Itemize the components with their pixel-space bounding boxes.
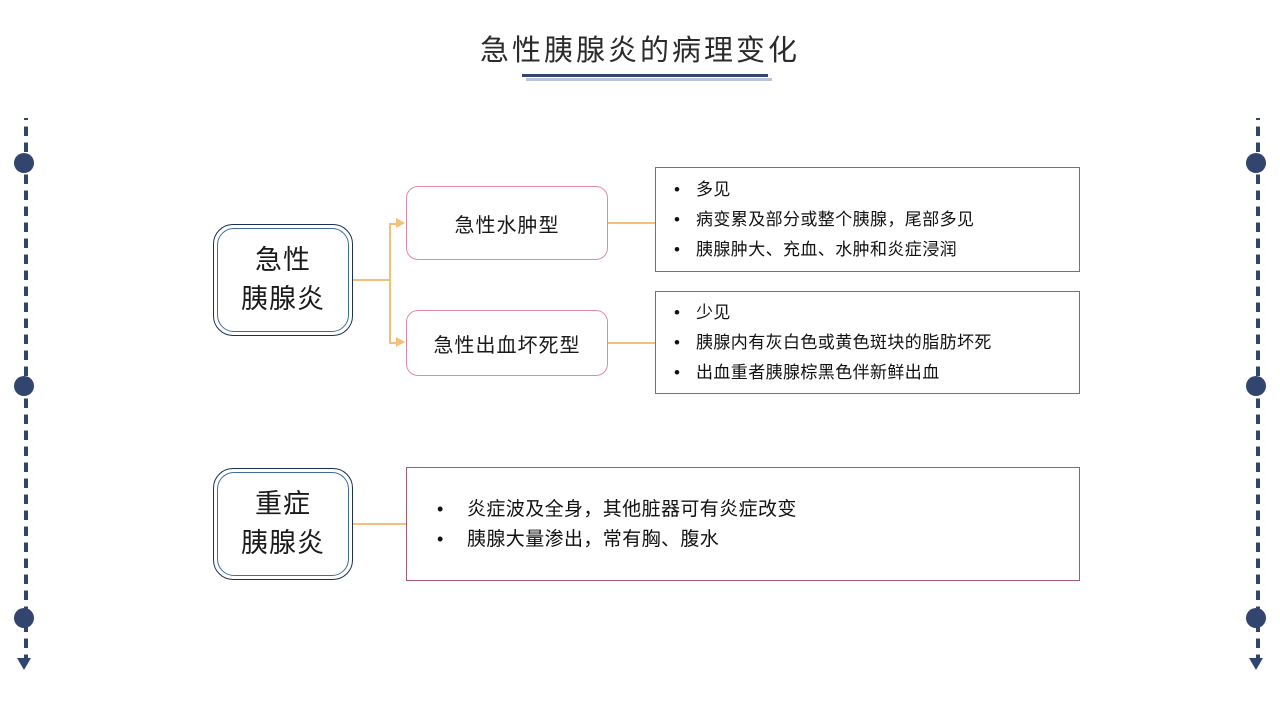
connector-acute-stem: [353, 279, 389, 281]
list-item: • 病变累及部分或整个胰腺，尾部多见: [674, 205, 1079, 235]
list-item: • 胰腺肿大、充血、水肿和炎症浸润: [674, 235, 1079, 265]
connector-arrow-edema-icon: [396, 218, 405, 228]
connector-arrow-necrosis-icon: [396, 337, 405, 347]
box-acute-necrotizing-type-label: 急性出血坏死型: [433, 332, 581, 357]
list-item: • 出血重者胰腺棕黑色伴新鲜出血: [674, 358, 1079, 388]
connector-necrosis-to-detail: [608, 342, 656, 344]
list-item-text: 胰腺肿大、充血、水肿和炎症浸润: [696, 239, 957, 260]
list-item-text: 胰腺大量渗出，常有胸、腹水: [467, 528, 720, 550]
list-item: • 胰腺大量渗出，常有胸、腹水: [437, 524, 1079, 554]
detail-box-edematous: • 多见 • 病变累及部分或整个胰腺，尾部多见 • 胰腺肿大、充血、水肿和炎症浸…: [655, 167, 1080, 272]
bullet-icon: •: [674, 179, 680, 199]
box-acute-edematous-type[interactable]: 急性水肿型: [406, 186, 608, 260]
list-item-text: 出血重者胰腺棕黑色伴新鲜出血: [696, 362, 940, 383]
list-item: • 少见: [674, 298, 1079, 328]
node-acute-pancreatitis[interactable]: 急性 胰腺炎: [213, 224, 353, 336]
rail-dot-bottom: [14, 608, 34, 628]
node-acute-pancreatitis-label: 急性 胰腺炎: [241, 245, 325, 315]
bullet-icon: •: [674, 362, 680, 382]
detail-box-necrotizing: • 少见 • 胰腺内有灰白色或黄色斑块的脂肪坏死 • 出血重者胰腺棕黑色伴新鲜出…: [655, 291, 1080, 394]
bullet-icon: •: [437, 529, 444, 549]
box-acute-necrotizing-type[interactable]: 急性出血坏死型: [406, 310, 608, 376]
rail-arrow-down-icon: [17, 658, 31, 670]
connector-acute-to-edema: [389, 223, 402, 225]
detail-box-severe: • 炎症波及全身，其他脏器可有炎症改变 • 胰腺大量渗出，常有胸、腹水: [406, 467, 1080, 581]
rail-dot-top: [14, 153, 34, 173]
connector-severe-to-detail: [353, 523, 406, 525]
connector-acute-spine: [389, 223, 391, 343]
list-item-text: 胰腺内有灰白色或黄色斑块的脂肪坏死: [696, 332, 992, 353]
rail-dot-bottom: [1246, 608, 1266, 628]
list-item: • 炎症波及全身，其他脏器可有炎症改变: [437, 494, 1079, 524]
list-item-text: 病变累及部分或整个胰腺，尾部多见: [696, 209, 975, 230]
node-severe-pancreatitis-label: 重症 胰腺炎: [241, 489, 325, 559]
box-acute-edematous-type-label: 急性水肿型: [454, 212, 560, 237]
list-item: • 多见: [674, 175, 1079, 205]
bullet-icon: •: [674, 239, 680, 259]
rail-dot-middle: [1246, 376, 1266, 396]
bullet-icon: •: [674, 209, 680, 229]
bullet-icon: •: [674, 302, 680, 322]
list-item-text: 多见: [696, 179, 731, 200]
node-severe-pancreatitis[interactable]: 重症 胰腺炎: [213, 468, 353, 580]
page-title-text: 急性胰腺炎的病理变化: [479, 33, 800, 67]
list-item-text: 炎症波及全身，其他脏器可有炎症改变: [467, 498, 797, 520]
list-item: • 胰腺内有灰白色或黄色斑块的脂肪坏死: [674, 328, 1079, 358]
rail-dot-middle: [14, 376, 34, 396]
title-underline: [522, 74, 768, 77]
title-underline-shadow: [526, 78, 772, 81]
connector-acute-to-necrosis: [389, 342, 402, 344]
connector-edema-to-detail: [608, 222, 656, 224]
page-title: 急性胰腺炎的病理变化: [0, 30, 1280, 70]
rail-dot-top: [1246, 153, 1266, 173]
bullet-icon: •: [674, 332, 680, 352]
rail-arrow-down-icon: [1249, 658, 1263, 670]
list-item-text: 少见: [696, 302, 731, 323]
left-decorative-rail: [14, 118, 34, 678]
bullet-icon: •: [437, 499, 444, 519]
right-decorative-rail: [1246, 118, 1266, 678]
